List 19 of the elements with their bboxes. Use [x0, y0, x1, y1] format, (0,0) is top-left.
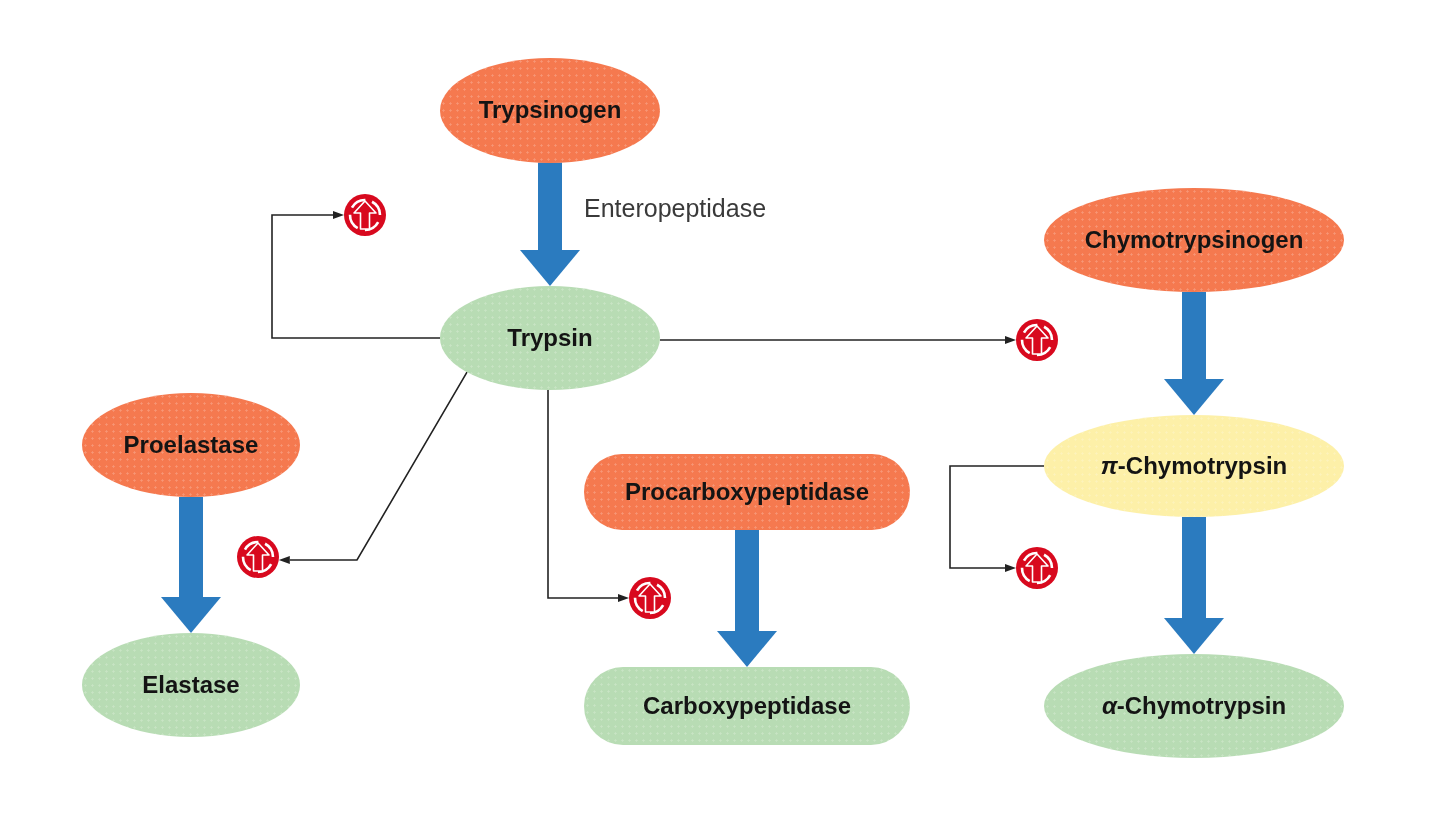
- node-label: π-Chymotrypsin: [1100, 452, 1288, 480]
- arrow: [547, 389, 629, 602]
- block-arrow: [520, 162, 580, 286]
- block-arrow: [1164, 292, 1224, 415]
- arrow: [278, 371, 468, 564]
- node-label: Trypsinogen: [478, 96, 622, 124]
- arrow: [659, 336, 1016, 344]
- node-label: Elastase: [142, 671, 240, 699]
- block-arrow: [1164, 517, 1224, 654]
- block-arrow: [717, 530, 777, 667]
- arrow: [271, 211, 441, 339]
- node-label: Trypsin: [507, 324, 593, 352]
- node-label: Proelastase: [123, 431, 259, 459]
- node-label: Procarboxypeptidase: [624, 478, 870, 506]
- node-label: Carboxypeptidase: [642, 692, 852, 720]
- node-label: Chymotrypsinogen: [1084, 226, 1304, 254]
- block-arrow: [161, 497, 221, 633]
- node-label: α-Chymotrypsin: [1101, 692, 1287, 720]
- arrow: [949, 465, 1045, 572]
